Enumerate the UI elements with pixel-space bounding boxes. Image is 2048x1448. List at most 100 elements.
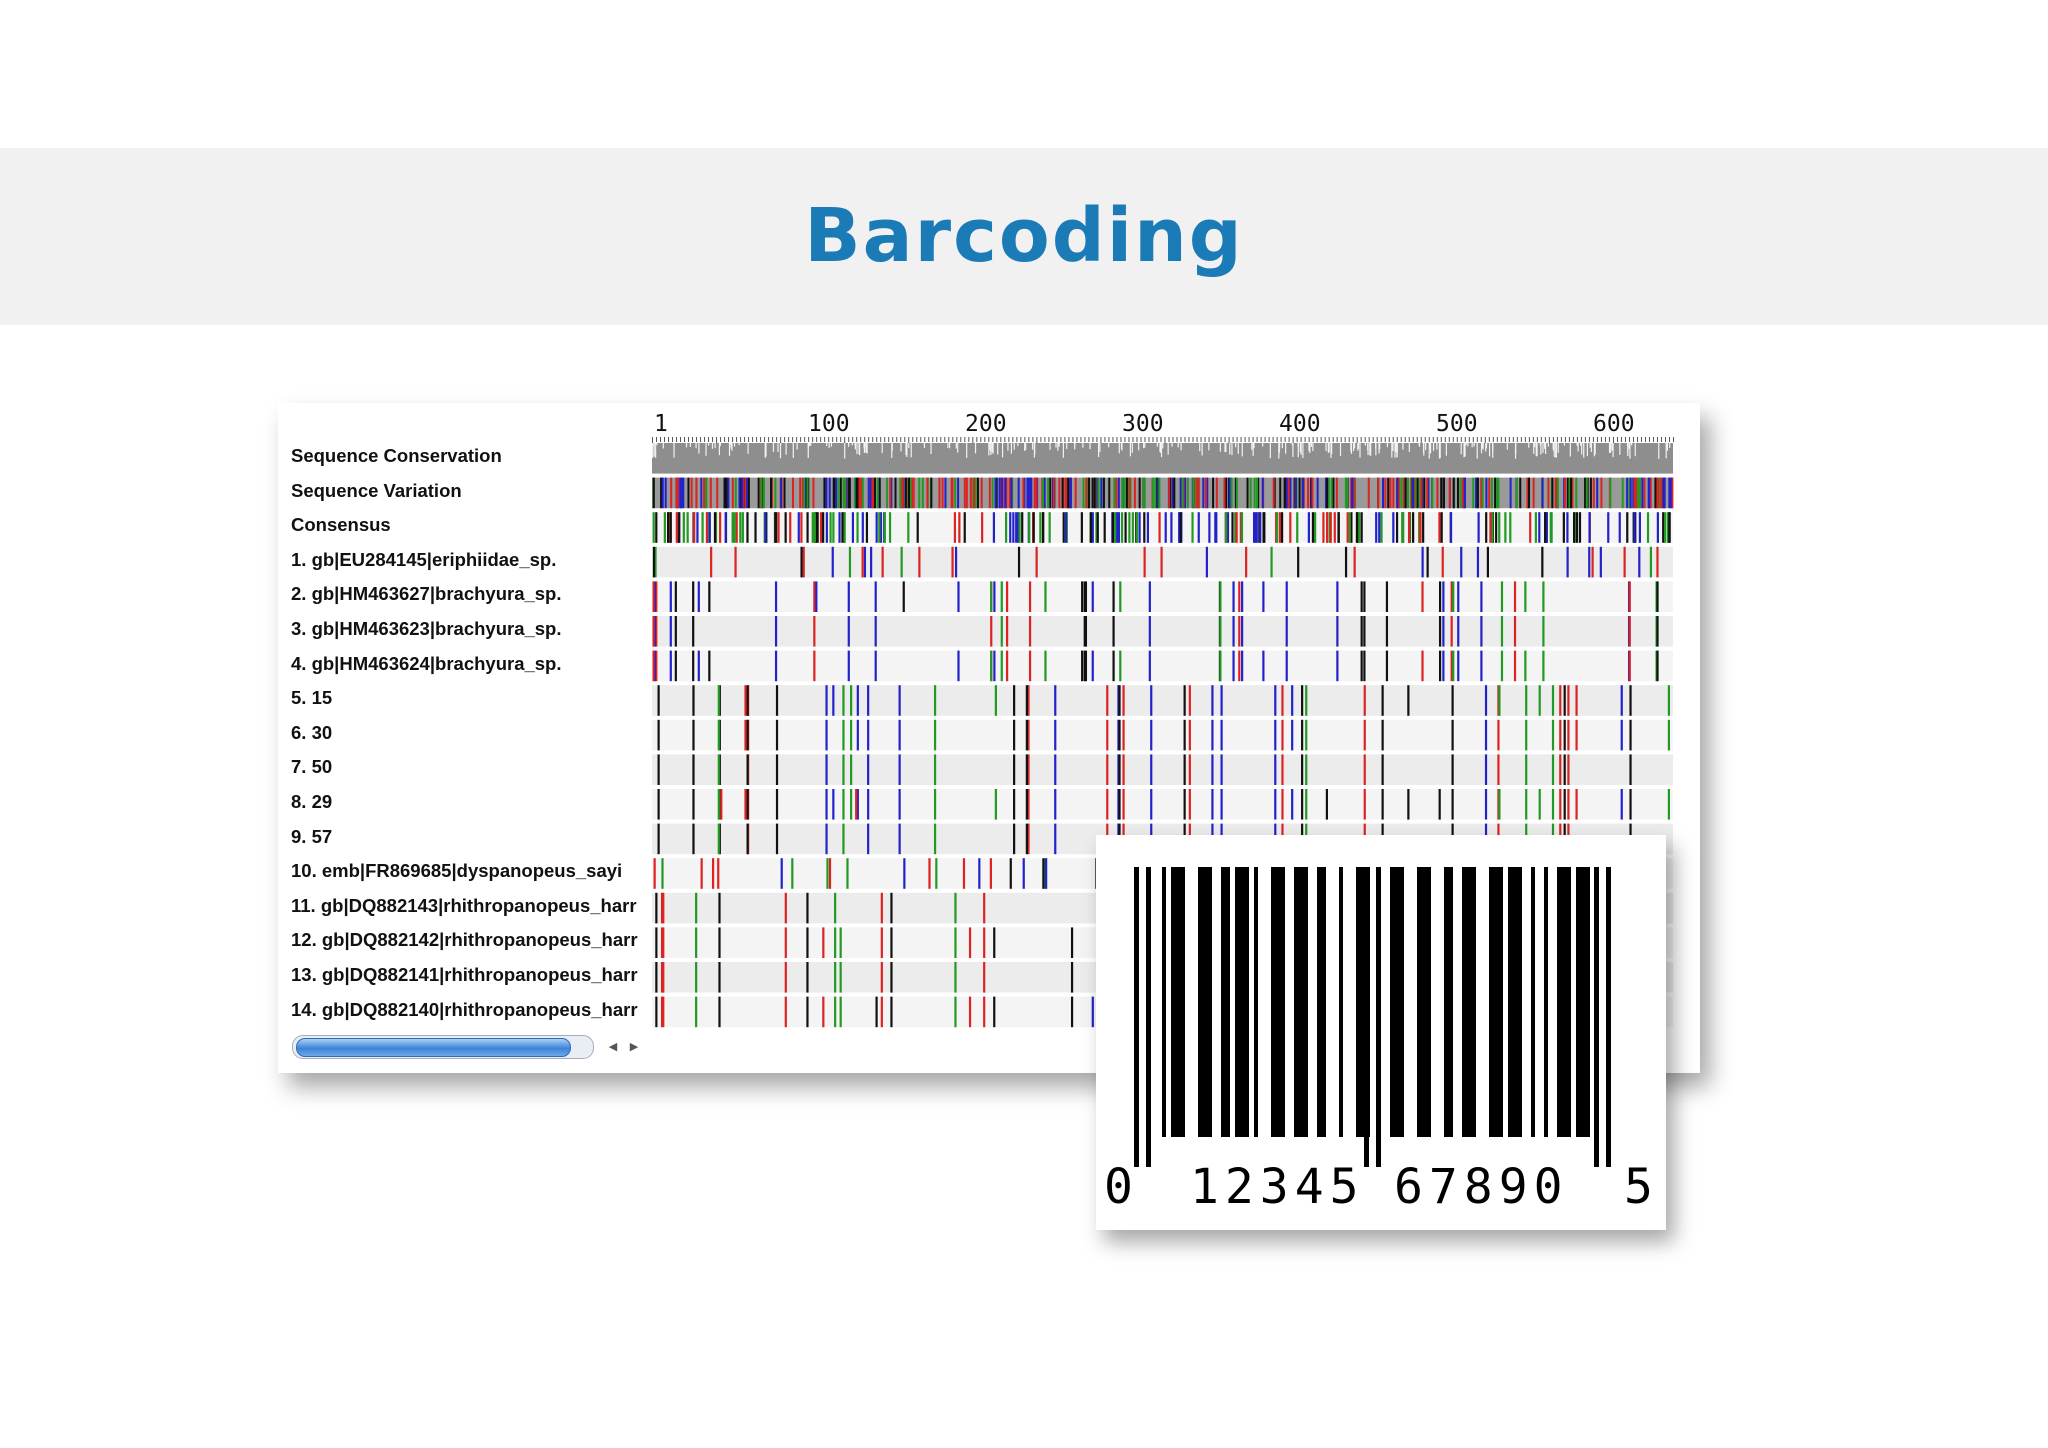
conservation-notch [974, 443, 977, 454]
ruler-tick [1364, 437, 1366, 442]
variant-mark [696, 512, 699, 543]
conservation-notch [780, 443, 782, 446]
ruler-tick [1560, 437, 1562, 442]
conservation-notch [949, 443, 951, 449]
variant-mark [875, 512, 878, 543]
conservation-notch [955, 443, 957, 449]
barcode-digits-group2: 67890 [1394, 1159, 1569, 1215]
conservation-notch [1552, 443, 1554, 451]
variant-mark [834, 962, 837, 993]
ruler-tick [1112, 437, 1114, 442]
conservation-notch [1138, 443, 1140, 451]
scroll-right-arrow-icon[interactable]: ▶ [629, 1040, 639, 1053]
variant-mark [1148, 616, 1151, 647]
ruler-tick [1108, 437, 1110, 442]
conservation-notch [1278, 443, 1281, 453]
variant-mark [935, 858, 938, 889]
variant-mark [718, 892, 721, 924]
variant-mark [653, 650, 656, 682]
variant-mark [1666, 512, 1669, 543]
variant-mark [1113, 477, 1116, 509]
variant-mark [746, 719, 749, 751]
variant-mark [847, 650, 850, 682]
variant-mark [1193, 477, 1196, 509]
variant-mark [1316, 477, 1319, 509]
conservation-notch [1534, 443, 1536, 448]
variant-mark [657, 754, 660, 785]
variant-mark [1106, 719, 1109, 751]
conservation-notch [1017, 443, 1019, 447]
variant-mark [1489, 512, 1492, 543]
variant-mark [1596, 477, 1599, 509]
ruler-tick [1372, 437, 1374, 442]
row-label: 3. gb|HM463623|brachyura_sp. [291, 618, 562, 639]
ruler-tick [1028, 437, 1030, 442]
barcode-bar [1364, 867, 1369, 1167]
variant-mark [990, 581, 993, 612]
variant-mark [1220, 719, 1223, 751]
variant-mark [1542, 581, 1545, 612]
conservation-notch [900, 443, 902, 452]
variant-mark [856, 719, 859, 751]
conservation-notch [779, 443, 782, 459]
conservation-notch [1658, 443, 1660, 459]
variant-mark [1326, 477, 1329, 509]
ruler-tick [920, 437, 922, 442]
variant-mark [1333, 512, 1336, 543]
ruler-tick [1100, 437, 1102, 447]
variant-mark [1384, 477, 1387, 509]
ruler-tick [888, 437, 890, 442]
conservation-notch [1460, 443, 1462, 455]
variant-mark [1513, 581, 1517, 612]
variant-mark [1475, 477, 1478, 509]
conservation-notch [1235, 443, 1237, 448]
variant-mark [1262, 512, 1265, 543]
variant-mark [963, 512, 966, 543]
variant-mark [1656, 650, 1659, 682]
variant-mark [690, 477, 693, 509]
ruler-tick [760, 437, 762, 442]
variant-mark [725, 477, 728, 509]
variant-mark [1305, 685, 1308, 716]
variant-mark [777, 512, 780, 543]
variant-mark [1567, 754, 1570, 785]
variant-mark [711, 858, 715, 889]
ruler-tick [828, 437, 830, 442]
barcode-bar [1198, 867, 1212, 1137]
conservation-notch [808, 443, 810, 447]
variant-mark [1183, 685, 1186, 716]
conservation-notch [1370, 443, 1372, 456]
ruler-tick [980, 437, 982, 442]
variant-mark [1093, 477, 1096, 509]
variant-mark [1158, 477, 1161, 509]
variant-mark [1080, 512, 1083, 543]
variant-mark [1588, 512, 1591, 543]
variant-mark [1285, 477, 1288, 509]
conservation-notch [653, 443, 655, 457]
scroll-left-arrow-icon[interactable]: ◀ [608, 1040, 618, 1053]
variant-mark [695, 996, 698, 1028]
variant-mark [1003, 477, 1006, 509]
variant-mark [1509, 477, 1512, 509]
variant-mark [717, 754, 720, 785]
scrollbar-thumb[interactable] [296, 1038, 571, 1057]
conservation-notch [1241, 443, 1243, 457]
variant-mark [850, 685, 853, 716]
conservation-notch [1180, 443, 1182, 451]
ruler-tick [1532, 437, 1534, 442]
barcode-bar [1294, 867, 1308, 1137]
ruler-tick [1420, 437, 1422, 447]
variant-mark [1607, 512, 1610, 543]
variant-mark [1281, 685, 1284, 716]
variant-mark [1381, 719, 1384, 751]
variant-mark [802, 546, 805, 578]
variant-mark [1160, 546, 1163, 578]
variant-mark [1332, 477, 1335, 509]
variant-mark [1188, 789, 1191, 820]
ruler-tick [1204, 437, 1206, 442]
ruler-tick [1528, 437, 1530, 442]
horizontal-scrollbar[interactable]: ◀ ▶ [292, 1035, 652, 1059]
ruler-tick [1464, 437, 1466, 442]
variant-mark [783, 477, 786, 509]
variant-mark [718, 996, 721, 1028]
